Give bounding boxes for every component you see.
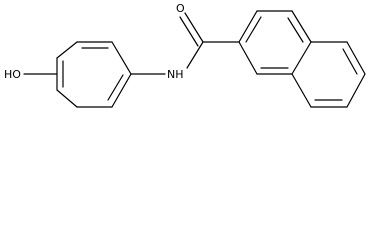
bond-naph-b-double-1 [342,48,358,75]
bond-naph-a3 [291,10,312,43]
naphthalene-right-ring [291,41,366,108]
carbonyl-oxygen-label: O [176,2,185,15]
bond-n-c [186,41,204,69]
bond-naph-a-double-1 [245,16,262,43]
phenol-ring [56,41,132,108]
bond-phenol-3 [111,41,132,75]
bond-naph-b2 [346,41,366,75]
bond-phenol-6 [56,89,78,108]
bond-naph-b5 [291,73,312,108]
molecule-structure: HO NH O [4,2,366,108]
bond-phenol-double-2 [107,74,124,101]
bond-naph-b3 [346,73,366,108]
bond-naph-a-double-2 [287,17,304,43]
amide-nh-label: NH [167,68,184,81]
bond-naph-a1 [238,10,258,43]
bond-naph-a4 [291,41,312,75]
bond-phenol-4 [111,73,132,108]
structure-canvas: HO NH O [0,0,381,115]
bond-phenol-1 [56,41,78,59]
bond-c-o-2 [179,16,199,47]
bond-naph-a6 [238,41,258,75]
bond-c-o-1 [184,12,204,43]
hydroxyl-label: HO [4,68,21,81]
naphthalene-left-ring [238,10,312,75]
